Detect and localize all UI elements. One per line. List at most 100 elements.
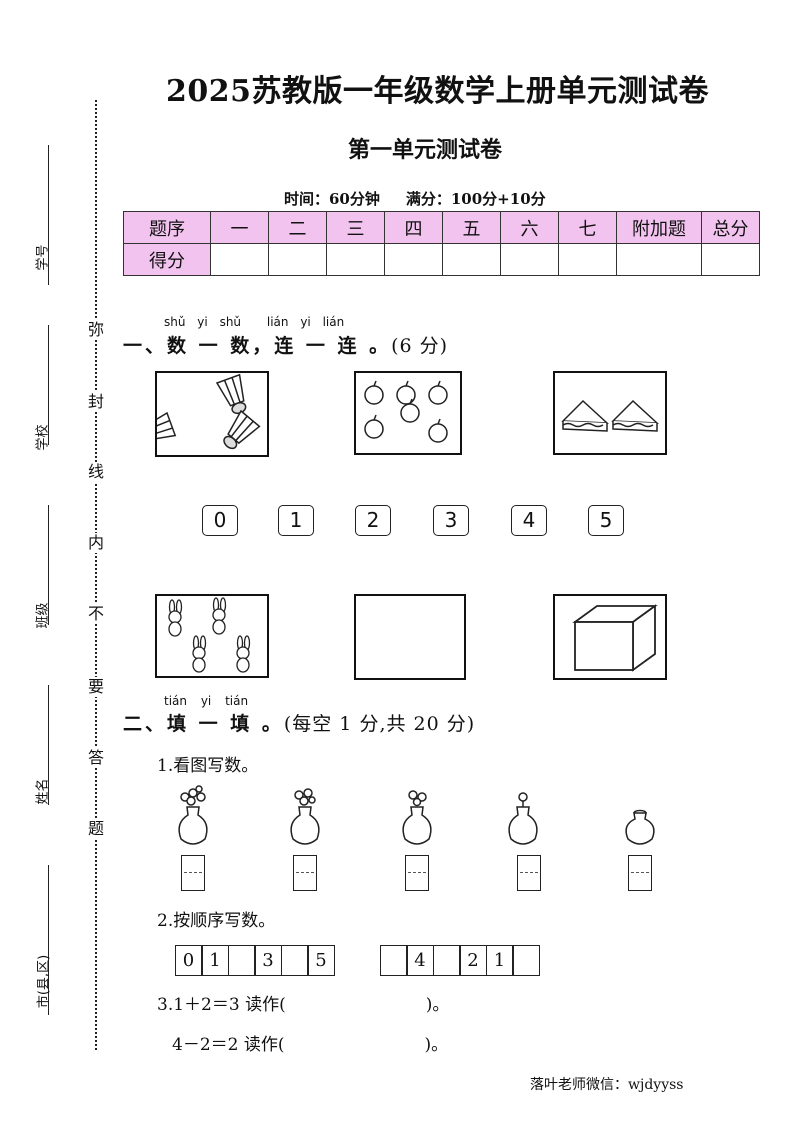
- header-cell: 题序: [123, 211, 211, 244]
- class-line[interactable]: [48, 505, 49, 625]
- number-box-1[interactable]: 1: [278, 505, 314, 536]
- score-cell[interactable]: [500, 243, 559, 276]
- footer-contact: 落叶老师微信：wjdyyss: [530, 1077, 684, 1093]
- score-cell[interactable]: [701, 243, 760, 276]
- question-3b-close: )。: [424, 1035, 449, 1055]
- score-cell[interactable]: [442, 243, 501, 276]
- question-3a-text: 3.1＋2＝3 读作(: [157, 995, 286, 1015]
- write-number-box[interactable]: [293, 855, 317, 891]
- side-label-class: 班级: [35, 602, 51, 629]
- header-cell: 四: [384, 211, 443, 244]
- score-table-score-row: 得分: [123, 243, 760, 276]
- score-cell[interactable]: [210, 243, 269, 276]
- pinyin: yi: [300, 315, 311, 329]
- sequence-cell[interactable]: 5: [307, 945, 335, 976]
- section2-heading: 二、填 一 填 。(每空 1 分,共 20 分): [123, 709, 475, 736]
- vase-icon: [625, 809, 655, 845]
- cube-picture[interactable]: [553, 594, 667, 680]
- question-3a: 3.1＋2＝3 读作()。: [157, 990, 449, 1015]
- sequence-cell[interactable]: [512, 945, 540, 976]
- seal-char: 封: [86, 392, 106, 412]
- header-cell: 七: [558, 211, 617, 244]
- pinyin: tián: [225, 694, 249, 708]
- side-label-city: 市(县,区): [36, 954, 52, 1009]
- pinyin: tián: [164, 694, 187, 708]
- write-number-box[interactable]: [517, 855, 541, 891]
- seal-char: 弥: [86, 320, 106, 340]
- header-cell: 附加题: [616, 211, 702, 244]
- pinyin: yi: [197, 315, 208, 329]
- score-cell[interactable]: [558, 243, 617, 276]
- section2-pinyin: tián yi tián: [164, 694, 248, 708]
- city-line[interactable]: [48, 865, 49, 1015]
- section1-pinyin: shǔ yi shǔ lián yi lián: [164, 315, 344, 329]
- vase-icon: [402, 790, 432, 845]
- exam-time: 时间：60分钟: [284, 190, 380, 208]
- question-3b: 4－2＝2 读作( )。: [172, 1030, 448, 1055]
- sequence-cell[interactable]: [280, 945, 309, 976]
- unit-title: 第一单元测试卷: [348, 137, 503, 163]
- question-3b-text: 4－2＝2 读作(: [172, 1035, 285, 1055]
- score-cell[interactable]: [384, 243, 443, 276]
- sequence-cell[interactable]: 3: [254, 945, 282, 976]
- student-id-line[interactable]: [48, 145, 49, 285]
- write-number-box[interactable]: [628, 855, 652, 891]
- sequence-cell[interactable]: [379, 945, 408, 976]
- header-cell: 一: [210, 211, 269, 244]
- seal-char: 答: [86, 748, 106, 768]
- question-1: 1.看图写数。: [157, 756, 259, 776]
- number-box-5[interactable]: 5: [588, 505, 624, 536]
- write-number-box[interactable]: [405, 855, 429, 891]
- seal-char: 线: [86, 462, 106, 482]
- number-box-4[interactable]: 4: [511, 505, 547, 536]
- question-2: 2.按顺序写数。: [157, 911, 276, 931]
- header-cell: 二: [268, 211, 327, 244]
- apples-picture[interactable]: [354, 371, 462, 455]
- vase-icon: [508, 792, 538, 845]
- empty-picture[interactable]: [354, 594, 466, 680]
- sequence-cell[interactable]: 4: [406, 945, 434, 976]
- header-cell: 三: [326, 211, 385, 244]
- score-cell[interactable]: [268, 243, 327, 276]
- score-row-label: 得分: [123, 243, 211, 276]
- sequence-cell[interactable]: 0: [174, 945, 203, 976]
- write-number-box[interactable]: [181, 855, 205, 891]
- school-line[interactable]: [48, 325, 49, 445]
- sequence-cell[interactable]: 1: [485, 945, 514, 976]
- exam-full-score: 满分：100分+10分: [405, 190, 546, 208]
- sandwich-icon: [561, 399, 660, 432]
- rabbit-icon: [168, 597, 251, 673]
- seal-char: 要: [86, 677, 106, 697]
- pinyin: yi: [200, 694, 212, 708]
- section2-points: (每空 1 分,共 20 分): [283, 713, 476, 735]
- sequence-cell[interactable]: 2: [459, 945, 487, 976]
- shuttlecock-icon: [135, 373, 261, 450]
- sequence-cell[interactable]: [432, 945, 461, 976]
- seal-char: 不: [86, 604, 106, 624]
- section1-points: (6 分): [391, 335, 449, 357]
- score-cell[interactable]: [616, 243, 702, 276]
- seal-char: 题: [86, 819, 106, 839]
- header-cell: 六: [500, 211, 559, 244]
- sequence-cell[interactable]: 1: [201, 945, 229, 976]
- name-line[interactable]: [48, 685, 49, 805]
- section1-title: 一、数 一 数，连 一 连 。: [123, 335, 392, 357]
- sequence-cell[interactable]: [227, 945, 256, 976]
- score-table-header-row: 题序 一 二 三 四 五 六 七 附加题 总分: [123, 211, 760, 244]
- score-cell[interactable]: [326, 243, 385, 276]
- section2-title: 二、填 一 填 。: [123, 713, 284, 735]
- sandwich-picture[interactable]: [553, 371, 667, 455]
- header-cell: 总分: [701, 211, 760, 244]
- number-box-3[interactable]: 3: [433, 505, 469, 536]
- vase-icon: [290, 788, 320, 845]
- shuttlecock-picture[interactable]: [135, 371, 269, 457]
- rabbits-picture[interactable]: [155, 594, 269, 678]
- number-box-2[interactable]: 2: [355, 505, 391, 536]
- sequence-row-1: 0 1 3 5: [174, 945, 335, 976]
- number-box-0[interactable]: 0: [202, 505, 238, 536]
- section1-heading: 一、数 一 数，连 一 连 。(6 分): [123, 331, 448, 358]
- vase-icon: [178, 785, 208, 845]
- sequence-row-2: 4 2 1: [379, 945, 540, 976]
- seal-char: 内: [86, 533, 106, 553]
- exam-info: 时间：60分钟 满分：100分+10分: [284, 188, 546, 209]
